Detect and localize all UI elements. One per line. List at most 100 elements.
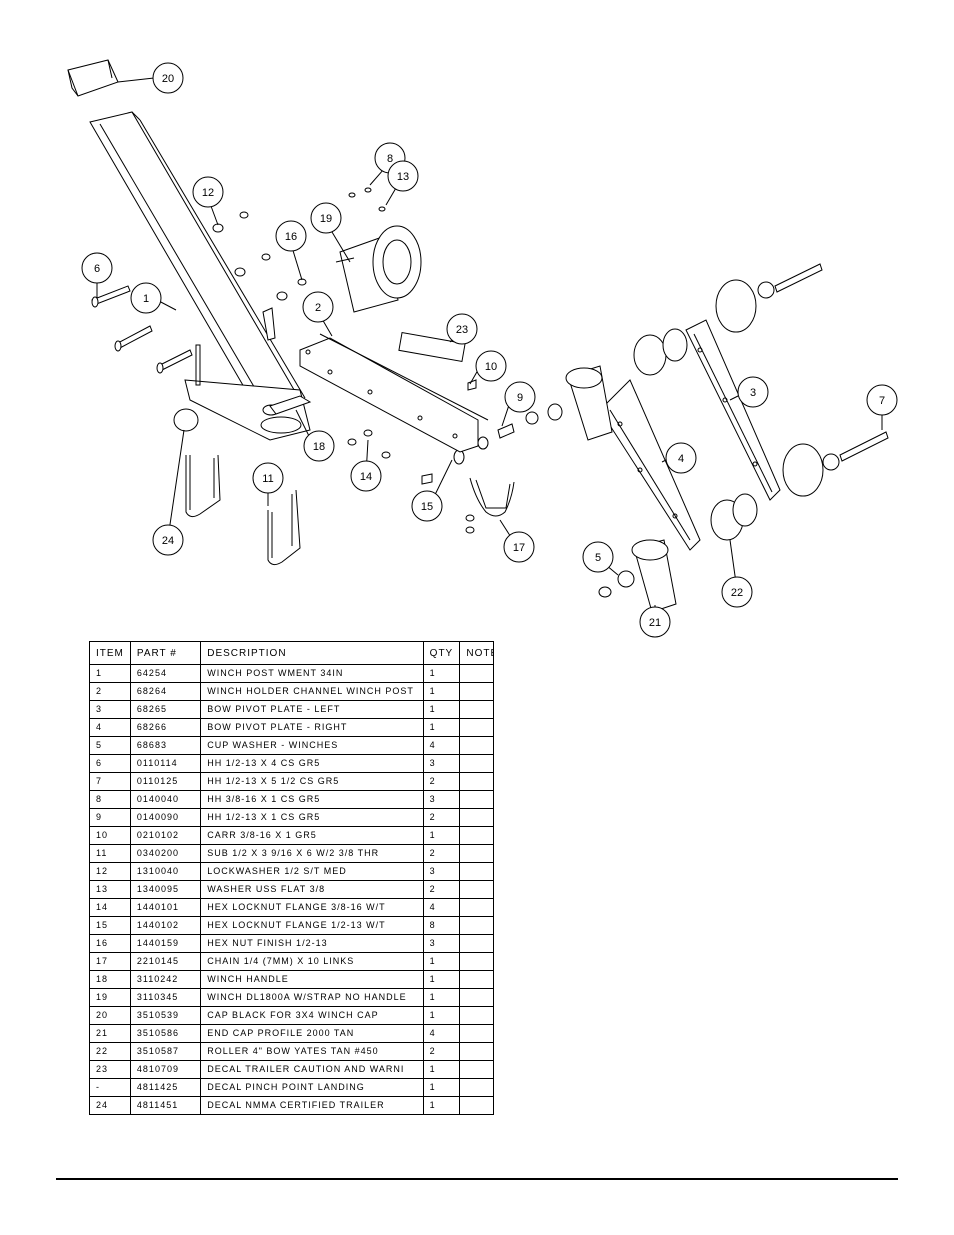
qty-cell: 4 bbox=[422, 1024, 461, 1043]
part-decal-nmma bbox=[173, 408, 199, 432]
description-cell: WINCH HANDLE bbox=[200, 970, 424, 989]
note-cell bbox=[459, 754, 494, 773]
callout-11: 11 bbox=[252, 462, 284, 494]
bolts-right bbox=[774, 263, 889, 462]
callout-label: 2 bbox=[315, 302, 321, 314]
callout-22: 22 bbox=[721, 576, 753, 608]
callout-label: 7 bbox=[879, 395, 885, 407]
callout-label: 11 bbox=[262, 473, 273, 485]
part-number-cell: 3510587 bbox=[129, 1042, 202, 1061]
note-cell bbox=[459, 682, 494, 701]
note-cell bbox=[459, 988, 494, 1007]
description-cell: END CAP PROFILE 2000 TAN bbox=[200, 1024, 424, 1043]
item-cell: 14 bbox=[89, 898, 131, 917]
qty-cell: 1 bbox=[422, 1078, 461, 1097]
part-end-cap bbox=[67, 59, 119, 97]
description-cell: BOW PIVOT PLATE - RIGHT bbox=[200, 718, 424, 737]
part-number-cell: 2210145 bbox=[129, 952, 202, 971]
description-cell: HH 1/2-13 X 1 CS GR5 bbox=[200, 808, 424, 827]
note-cell bbox=[459, 808, 494, 827]
qty-cell: 1 bbox=[422, 1060, 461, 1079]
note-cell bbox=[459, 934, 494, 953]
note-cell bbox=[459, 1024, 494, 1043]
callout-14: 14 bbox=[350, 460, 382, 492]
description-cell: DECAL NMMA CERTIFIED TRAILER bbox=[200, 1096, 424, 1115]
qty-cell: 1 bbox=[422, 826, 461, 845]
qty-cell: 1 bbox=[422, 718, 461, 737]
callout-label: 24 bbox=[162, 535, 174, 547]
part-number-cell: 68266 bbox=[129, 718, 202, 737]
qty-cell: 3 bbox=[422, 790, 461, 809]
item-cell: 1 bbox=[89, 664, 131, 683]
qty-cell: 2 bbox=[422, 1042, 461, 1061]
part-number-cell: 3510539 bbox=[129, 1006, 202, 1025]
note-cell bbox=[459, 1006, 494, 1025]
callout-label: 14 bbox=[360, 471, 372, 483]
callout-15: 15 bbox=[411, 490, 443, 522]
description-cell: CHAIN 1/4 (7MM) X 10 LINKS bbox=[200, 952, 424, 971]
description-cell: SUB 1/2 X 3 9/16 X 6 W/2 3/8 THR bbox=[200, 844, 424, 863]
callout-19: 19 bbox=[310, 202, 342, 234]
note-cell bbox=[459, 700, 494, 719]
description-cell: CAP BLACK FOR 3X4 WINCH CAP bbox=[200, 1006, 424, 1025]
part-chain bbox=[465, 477, 515, 534]
part-number-cell: 4811425 bbox=[129, 1078, 202, 1097]
header-qty: QTY bbox=[422, 641, 461, 665]
part-end-caps bbox=[565, 365, 677, 613]
part-number-cell: 1310040 bbox=[129, 862, 202, 881]
callout-21: 21 bbox=[639, 606, 671, 638]
callout-label: 9 bbox=[517, 392, 523, 404]
footer-rule bbox=[56, 1178, 898, 1180]
callout-label: 1 bbox=[143, 293, 149, 305]
callout-7: 7 bbox=[866, 384, 898, 416]
callout-label: 20 bbox=[162, 73, 174, 85]
description-cell: ROLLER 4" BOW YATES TAN #450 bbox=[200, 1042, 424, 1061]
part-winch-post bbox=[89, 111, 311, 441]
part-number-cell: 4811451 bbox=[129, 1096, 202, 1115]
qty-cell: 1 bbox=[422, 1096, 461, 1115]
callout-label: 8 bbox=[387, 153, 393, 165]
item-cell: 4 bbox=[89, 718, 131, 737]
part-number-cell: 68264 bbox=[129, 682, 202, 701]
part-decal-caution bbox=[398, 332, 466, 362]
description-cell: CARR 3/8-16 X 1 GR5 bbox=[200, 826, 424, 845]
callout-label: 17 bbox=[513, 542, 525, 554]
qty-cell: 1 bbox=[422, 664, 461, 683]
qty-cell: 1 bbox=[422, 1006, 461, 1025]
part-pivot-plate-right bbox=[599, 379, 701, 551]
qty-cell: 1 bbox=[422, 682, 461, 701]
qty-cell: 1 bbox=[422, 988, 461, 1007]
qty-cell: 1 bbox=[422, 952, 461, 971]
item-cell: 16 bbox=[89, 934, 131, 953]
part-number-cell: 0110125 bbox=[129, 772, 202, 791]
note-cell bbox=[459, 1096, 494, 1115]
part-pivot-plate-left bbox=[685, 319, 781, 501]
description-cell: BOW PIVOT PLATE - LEFT bbox=[200, 700, 424, 719]
note-cell bbox=[459, 736, 494, 755]
item-cell: 17 bbox=[89, 952, 131, 971]
note-cell bbox=[459, 844, 494, 863]
part-winch bbox=[335, 225, 422, 313]
callout-16: 16 bbox=[275, 220, 307, 252]
callout-label: 19 bbox=[320, 213, 332, 225]
part-number-cell: 3510586 bbox=[129, 1024, 202, 1043]
description-cell: HEX NUT FINISH 1/2-13 bbox=[200, 934, 424, 953]
callout-label: 22 bbox=[731, 587, 743, 599]
callout-label: 12 bbox=[202, 187, 214, 199]
item-cell: 23 bbox=[89, 1060, 131, 1079]
part-number-cell: 0140090 bbox=[129, 808, 202, 827]
item-cell: 13 bbox=[89, 880, 131, 899]
callout-label: 4 bbox=[678, 453, 684, 465]
qty-cell: 1 bbox=[422, 970, 461, 989]
parts-list-table: ITEM PART # DESCRIPTION QTY NOTE 164254W… bbox=[89, 641, 494, 1115]
item-cell: 9 bbox=[89, 808, 131, 827]
description-cell: DECAL TRAILER CAUTION AND WARNI bbox=[200, 1060, 424, 1079]
